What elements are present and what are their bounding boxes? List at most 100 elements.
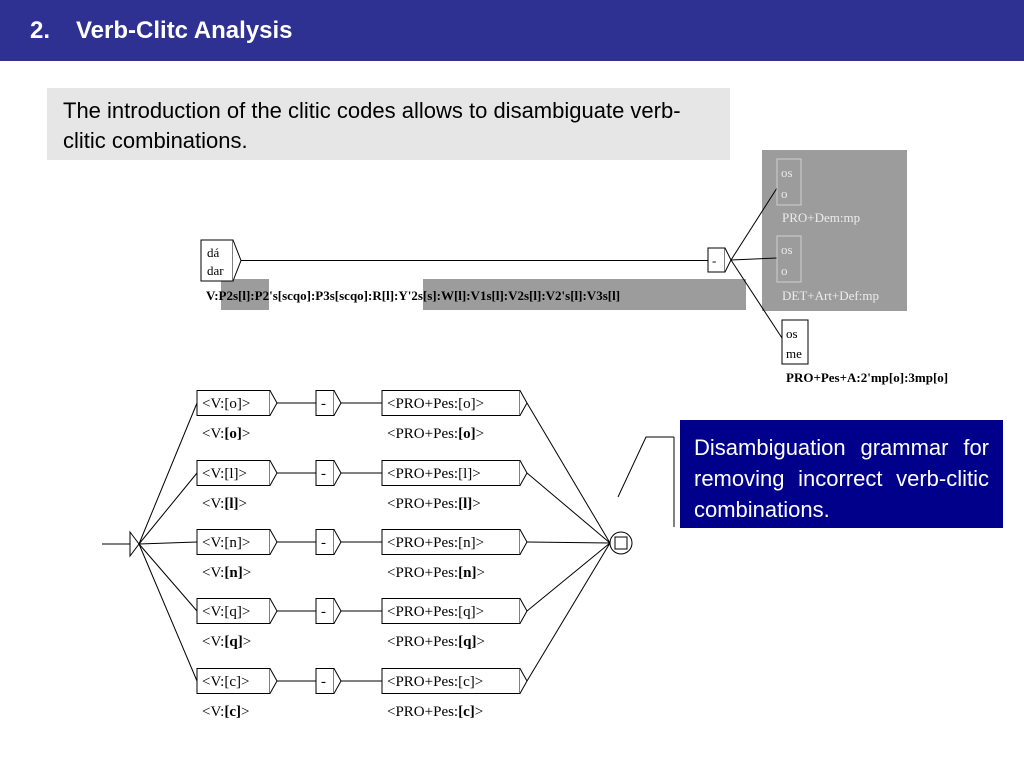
hyphen-box-label: -: [321, 604, 326, 620]
verb-tag-part1: P2s[l]:: [219, 288, 255, 303]
verb-output-part: >: [239, 496, 247, 512]
verb-output-part: >: [241, 704, 249, 720]
verb-output-part: <V:: [202, 565, 224, 581]
edge-pro-to-final: [526, 541, 611, 544]
clitic-box-1: os o PRO+Dem:mp: [776, 158, 860, 225]
hyphen-box: -: [315, 460, 342, 486]
callout-box: Disambiguation grammar for removing inco…: [680, 420, 1003, 528]
hyphen-box: -: [315, 390, 342, 416]
clitic-highlight: [762, 150, 907, 311]
pro-box: <PRO+Pes:[c]>: [381, 668, 528, 694]
pro-box: <PRO+Pes:[l]>: [381, 460, 528, 486]
clitic2-line1: os: [781, 242, 793, 257]
verb-output: <V:[n]>: [202, 565, 251, 581]
edge-pro-to-final: [526, 542, 611, 612]
pro-output-part: >: [476, 565, 484, 581]
verb-tag-part3: R[l]:Y'2s[s]:W[l]:V1s[l]:V2s[l]:V2's[l]:…: [372, 288, 620, 303]
pro-box-label: <PRO+Pes:[q]>: [387, 604, 484, 620]
pro-output-part: >: [476, 634, 484, 650]
edge-to-clitic2: [730, 257, 778, 261]
verb-box: <V:[c]>: [196, 668, 278, 694]
edge-pro-to-final: [526, 542, 611, 682]
verb-output-part: [l]: [224, 496, 238, 512]
intro-text-box: The introduction of the clitic codes all…: [47, 88, 730, 160]
pro-output-part: <PRO+Pes:: [387, 496, 458, 512]
initial-node: [129, 530, 140, 558]
top-hyphen-label: -: [712, 253, 716, 268]
clitic3-line2: me: [786, 346, 802, 361]
slide-header: 2. Verb-Clitc Analysis: [0, 0, 1024, 61]
graph-row: <V:[c]>-<PRO+Pes:[c]><V:[c]><PRO+Pes:[c]…: [138, 542, 611, 720]
verb-output-part: [c]: [224, 704, 241, 720]
verb-tags: V:P2s[l]:P2's[scqo]:P3s[scqo]:R[l]:Y'2s[…: [206, 288, 620, 303]
verb-output-part: <V:: [202, 496, 224, 512]
verb-output-part: >: [243, 565, 251, 581]
hyphen-box: -: [315, 598, 342, 624]
graph-row: <V:[q]>-<PRO+Pes:[q]><V:[q]><PRO+Pes:[q]…: [138, 542, 611, 650]
section-number: 2.: [30, 17, 51, 44]
top-hyphen-box: -: [707, 247, 732, 273]
verb-output-part: [n]: [224, 565, 242, 581]
edge-start-to-verb: [138, 543, 198, 682]
pro-output-part: [l]: [458, 496, 472, 512]
pro-box-label: <PRO+Pes:[l]>: [387, 466, 481, 482]
edge-start-to-verb: [138, 402, 198, 545]
callout-connector: [617, 436, 674, 498]
verb-box: <V:[l]>: [196, 460, 278, 486]
verb-box-label: <V:[q]>: [202, 604, 250, 620]
hyphen-box-label: -: [321, 535, 326, 551]
bottom-graph: <V:[o]>-<PRO+Pes:[o]><V:[o]><PRO+Pes:[o]…: [102, 390, 633, 720]
hyphen-box: -: [315, 668, 342, 694]
pro-output-part: [n]: [458, 565, 476, 581]
verb-box: dá dar: [200, 239, 242, 282]
verb-output: <V:[c]>: [202, 704, 249, 720]
edge-pro-to-final: [526, 472, 611, 544]
hyphen-box-label: -: [321, 466, 326, 482]
pro-output-part: [q]: [458, 634, 476, 650]
top-graph: dá dar V:P2s[l]:P2's[scqo]:P3s[scqo]:R[l…: [200, 150, 948, 385]
pro-output: <PRO+Pes:[l]>: [387, 496, 481, 512]
edge-to-clitic1: [730, 187, 778, 261]
slide-title: Verb-Clitc Analysis: [76, 17, 293, 44]
graph-row: <V:[n]>-<PRO+Pes:[n]><V:[n]><PRO+Pes:[n]…: [138, 529, 611, 581]
pro-output: <PRO+Pes:[q]>: [387, 634, 485, 650]
verb-box-label: <V:[c]>: [202, 674, 249, 690]
pro-box: <PRO+Pes:[q]>: [381, 598, 528, 624]
verb-output-part: >: [243, 634, 251, 650]
final-node: [609, 531, 633, 555]
edge-to-clitic3: [730, 259, 783, 339]
hyphen-box-label: -: [321, 396, 326, 412]
verb-output: <V:[o]>: [202, 426, 250, 442]
pro-output-part: >: [475, 704, 483, 720]
hyphen-box: -: [315, 529, 342, 555]
pro-output: <PRO+Pes:[n]>: [387, 565, 485, 581]
pro-output-part: <PRO+Pes:: [387, 565, 458, 581]
edge-start-to-verb: [138, 543, 198, 612]
pro-output: <PRO+Pes:[o]>: [387, 426, 484, 442]
pro-box-label: <PRO+Pes:[c]>: [387, 674, 483, 690]
edge-start-to-verb: [138, 472, 198, 545]
edge-pro-to-final: [526, 402, 611, 544]
verb-output: <V:[q]>: [202, 634, 251, 650]
tag-highlight-1: [221, 279, 269, 310]
pro-output-part: <PRO+Pes:: [387, 426, 458, 442]
pro-output-part: [c]: [458, 704, 475, 720]
clitic1-line2: o: [781, 186, 788, 201]
clitic-box-2: os o DET+Art+Def:mp: [776, 235, 879, 303]
pro-output-part: >: [472, 496, 480, 512]
pro-output-part: >: [476, 426, 484, 442]
verb-box-label: <V:[n]>: [202, 535, 250, 551]
clitic2-tag: DET+Art+Def:mp: [782, 288, 879, 303]
verb-box-label: <V:[l]>: [202, 466, 247, 482]
verb-tag-part2: P2's[scqo]:P3s[scqo]:: [255, 288, 373, 303]
verb-output-part: <V:: [202, 426, 224, 442]
clitic3-line1: os: [786, 326, 798, 341]
tag-highlight-2: [423, 279, 746, 310]
clitic2-line2: o: [781, 263, 788, 278]
pro-output-part: [o]: [458, 426, 476, 442]
verb-tag-prefix: V:: [206, 288, 219, 303]
clitic-box-3: os me PRO+Pes+A:2'mp[o]:3mp[o]: [781, 319, 948, 385]
verb-box: <V:[n]>: [196, 529, 278, 555]
pro-box: <PRO+Pes:[o]>: [381, 390, 528, 416]
